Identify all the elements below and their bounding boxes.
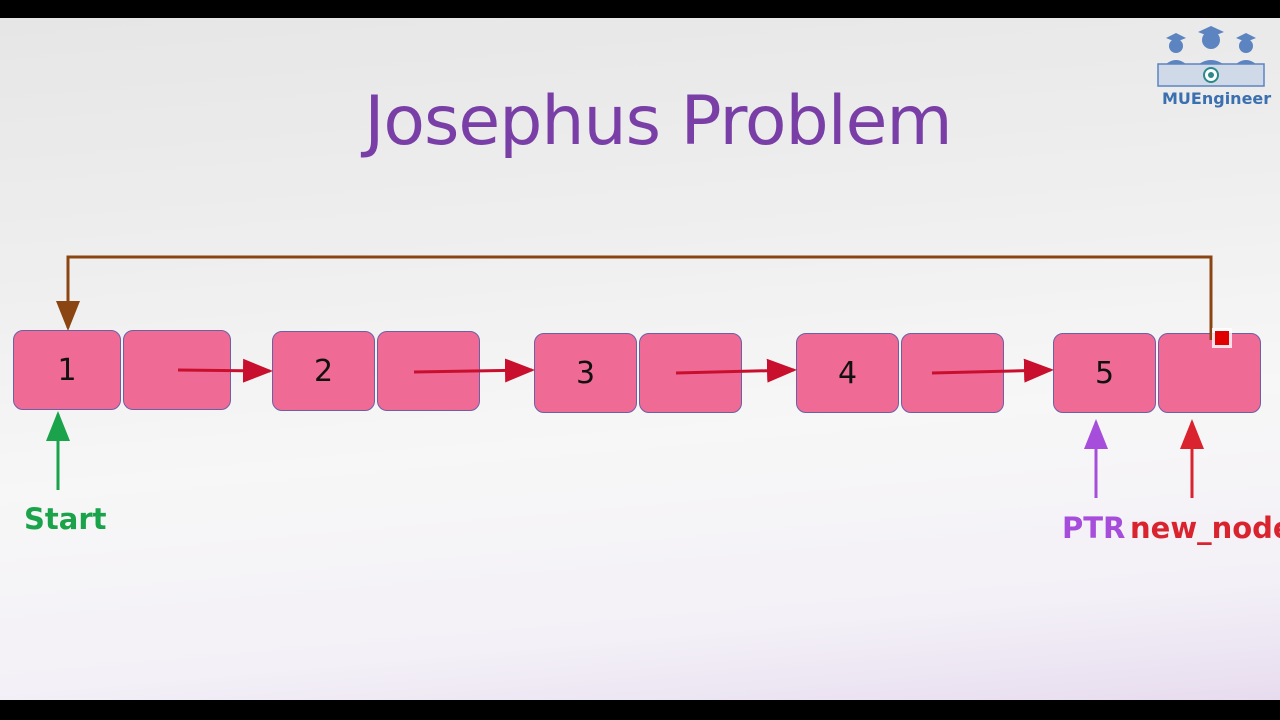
list-node-1: 1 — [13, 330, 231, 410]
node-data-cell: 5 — [1053, 333, 1156, 413]
circular-link-arrow — [56, 255, 1213, 340]
node-data-cell: 2 — [272, 331, 375, 411]
page-title: Josephus Problem — [364, 82, 952, 161]
diagram-arrows — [46, 255, 1232, 498]
graduates-logo-icon — [1157, 26, 1265, 87]
node-data-cell: 3 — [534, 333, 637, 413]
ptr-label: PTR — [1062, 511, 1126, 545]
new-node-label: new_node — [1130, 511, 1280, 545]
node-data-cell: 4 — [796, 333, 899, 413]
link-arrow-3-4 — [675, 358, 797, 383]
slide: Josephus Problem MUEngineer 1 2 3 4 — [0, 18, 1280, 700]
node-next-cell — [1158, 333, 1261, 413]
list-node-5: 5 — [1053, 333, 1261, 413]
node-data-cell: 1 — [13, 330, 121, 410]
link-arrow-2-3 — [413, 358, 535, 383]
link-arrow-1-2 — [177, 358, 273, 383]
start-label: Start — [24, 502, 107, 536]
link-arrow-4-5 — [931, 358, 1054, 383]
list-node-2: 2 — [272, 331, 480, 411]
logo-name: MUEngineer — [1162, 89, 1272, 108]
cursor-marker — [1212, 328, 1232, 348]
